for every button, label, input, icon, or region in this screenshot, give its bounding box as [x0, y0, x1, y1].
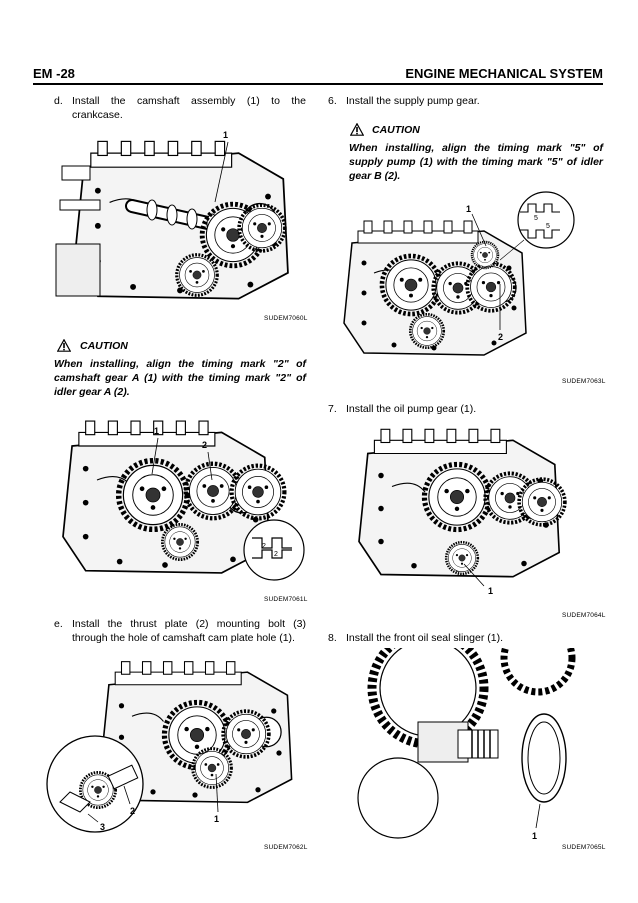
step-number: d.: [54, 95, 63, 107]
callout-label: 2: [274, 551, 278, 558]
header-rule: [33, 83, 603, 85]
callout-label: 1: [466, 204, 471, 214]
warning-triangle-icon: [57, 339, 71, 352]
step-number: 7.: [328, 403, 337, 415]
step-text: Install the supply pump gear.: [346, 95, 480, 107]
step-8: 8. Install the front oil seal slinger (1…: [328, 631, 604, 647]
step-number: 6.: [328, 95, 337, 107]
step-text: Install the oil pump gear (1).: [346, 403, 477, 415]
figure-caption: SUDEM7060L: [264, 315, 308, 322]
figure-supply-pump-gear: 1 2 5 5: [343, 191, 575, 356]
callout-label: 2: [262, 543, 266, 550]
callout-label: 1: [488, 586, 493, 596]
figure-oil-seal-slinger: 1: [357, 648, 576, 841]
step-text: Install the thrust plate (2) mounting bo…: [72, 618, 306, 644]
caution-text: When installing, align the timing mark "…: [349, 142, 603, 182]
callout-label: 1: [223, 130, 228, 140]
page-number: EM -28: [33, 66, 75, 81]
figure-oil-pump-gear: 1: [358, 428, 567, 596]
step-e: e. Install the thrust plate (2) mounting…: [54, 617, 306, 647]
figure-caption: SUDEM7064L: [562, 612, 606, 619]
page-header: EM -28 ENGINE MECHANICAL SYSTEM: [33, 66, 603, 84]
step-7: 7. Install the oil pump gear (1).: [328, 402, 604, 418]
step-number: 8.: [328, 632, 337, 644]
figure-camshaft-install: 1: [55, 130, 289, 300]
figure-caption: SUDEM7061L: [264, 596, 308, 603]
callout-label: 3: [100, 822, 105, 832]
section-title: ENGINE MECHANICAL SYSTEM: [405, 66, 603, 81]
callout-label: 2: [202, 440, 207, 450]
callout-label: 1: [214, 814, 219, 824]
step-6: 6. Install the supply pump gear.: [328, 94, 604, 110]
caution-text: When installing, align the timing mark "…: [54, 358, 306, 398]
figure-caption: SUDEM7063L: [562, 378, 606, 385]
step-number: e.: [54, 618, 63, 630]
step-d: d. Install the camshaft assembly (1) to …: [54, 94, 306, 124]
caution-label: CAUTION: [80, 340, 128, 352]
figure-timing-mark-2: 1 2 2 2: [62, 420, 305, 581]
callout-label: 2: [498, 332, 503, 342]
callout-label: 1: [532, 831, 537, 841]
step-text: Install the front oil seal slinger (1).: [346, 632, 503, 644]
figure-caption: SUDEM7062L: [264, 844, 308, 851]
figure-caption: SUDEM7065L: [562, 844, 606, 851]
figure-thrust-plate: 2 3 1: [46, 660, 293, 833]
callout-label: 2: [130, 806, 135, 816]
step-text: Install the camshaft assembly (1) to the…: [72, 95, 306, 121]
caution-label: CAUTION: [372, 124, 420, 136]
warning-triangle-icon: [350, 123, 364, 136]
callout-label: 5: [546, 223, 550, 230]
callout-label: 5: [534, 215, 538, 222]
callout-label: 1: [154, 426, 159, 436]
